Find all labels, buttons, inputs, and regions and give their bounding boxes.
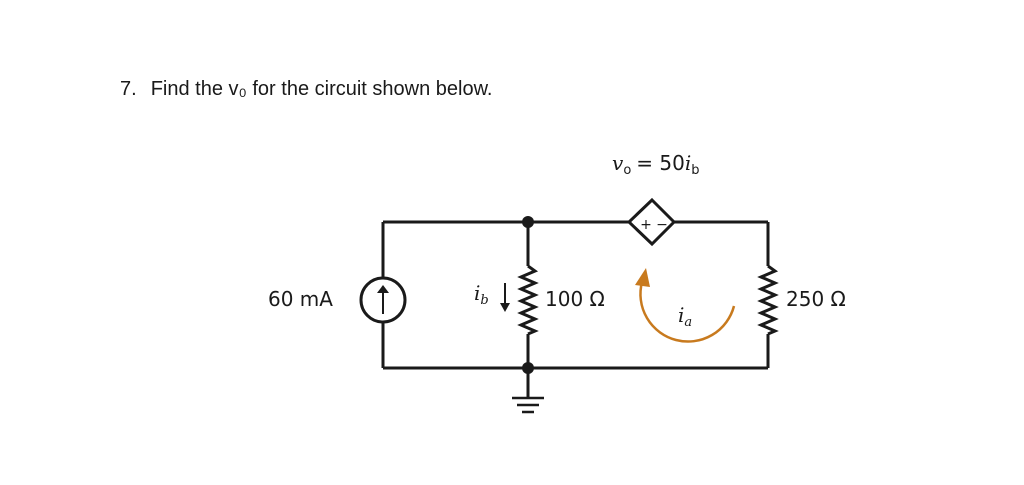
dependent-source-equation: vo= 50ib [612, 151, 700, 178]
resistor-250-ohm [757, 264, 779, 336]
ib-label: ib [474, 281, 489, 308]
loop-current-arrow-icon [635, 268, 736, 343]
question-body: Find the v₀ for the circuit shown below. [150, 78, 493, 100]
ia-label: ia [678, 303, 692, 330]
source-label: 60 mA [268, 287, 333, 311]
minus-sign: − [656, 217, 668, 233]
top-node [522, 216, 534, 228]
current-source-60ma [359, 276, 407, 324]
resistor-100-label: 100 Ω [545, 287, 605, 311]
ib-arrow-icon [500, 283, 510, 312]
dependent-voltage-source: + − [626, 197, 677, 247]
plus-sign: + [640, 217, 652, 233]
resistor-250-label: 250 Ω [786, 287, 846, 311]
resistor-100-ohm [517, 264, 539, 336]
question-number: 7. [120, 78, 137, 100]
question-text: 7. Find the v₀ for the circuit shown belo… [120, 78, 492, 101]
ground-icon [512, 368, 544, 414]
